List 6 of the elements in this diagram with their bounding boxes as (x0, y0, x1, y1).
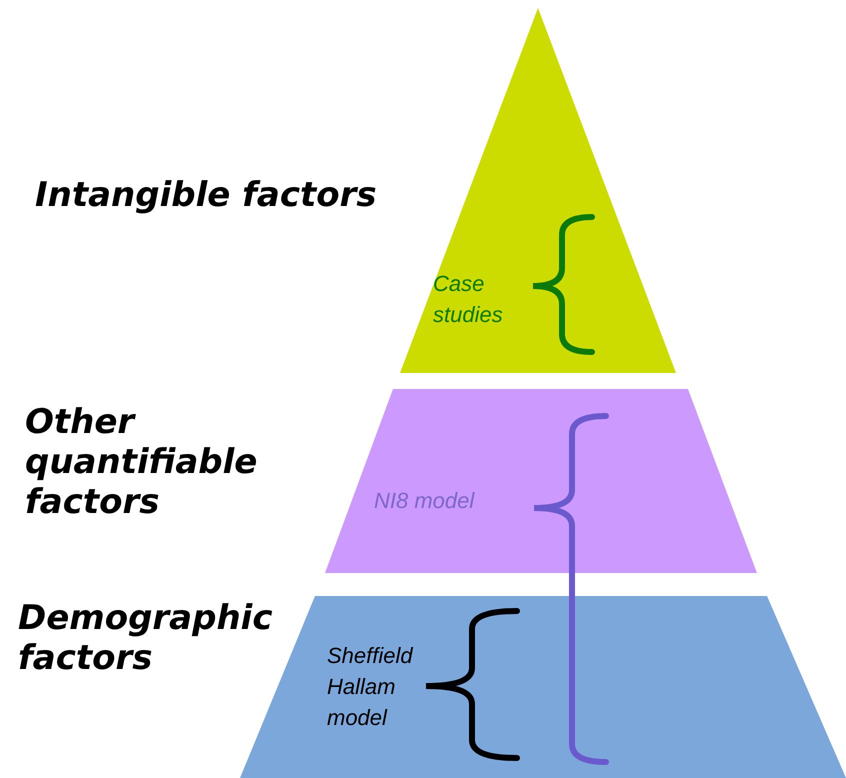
tier-heading: Intangible factors (35, 175, 378, 215)
model-label: Sheffield Hallam model (327, 642, 414, 732)
model-label: Case studies (433, 270, 504, 329)
tier-heading: Demographic factors (18, 598, 274, 678)
model-label: NI8 model (374, 487, 476, 515)
tier-heading: Other quantifiable factors (25, 402, 258, 522)
